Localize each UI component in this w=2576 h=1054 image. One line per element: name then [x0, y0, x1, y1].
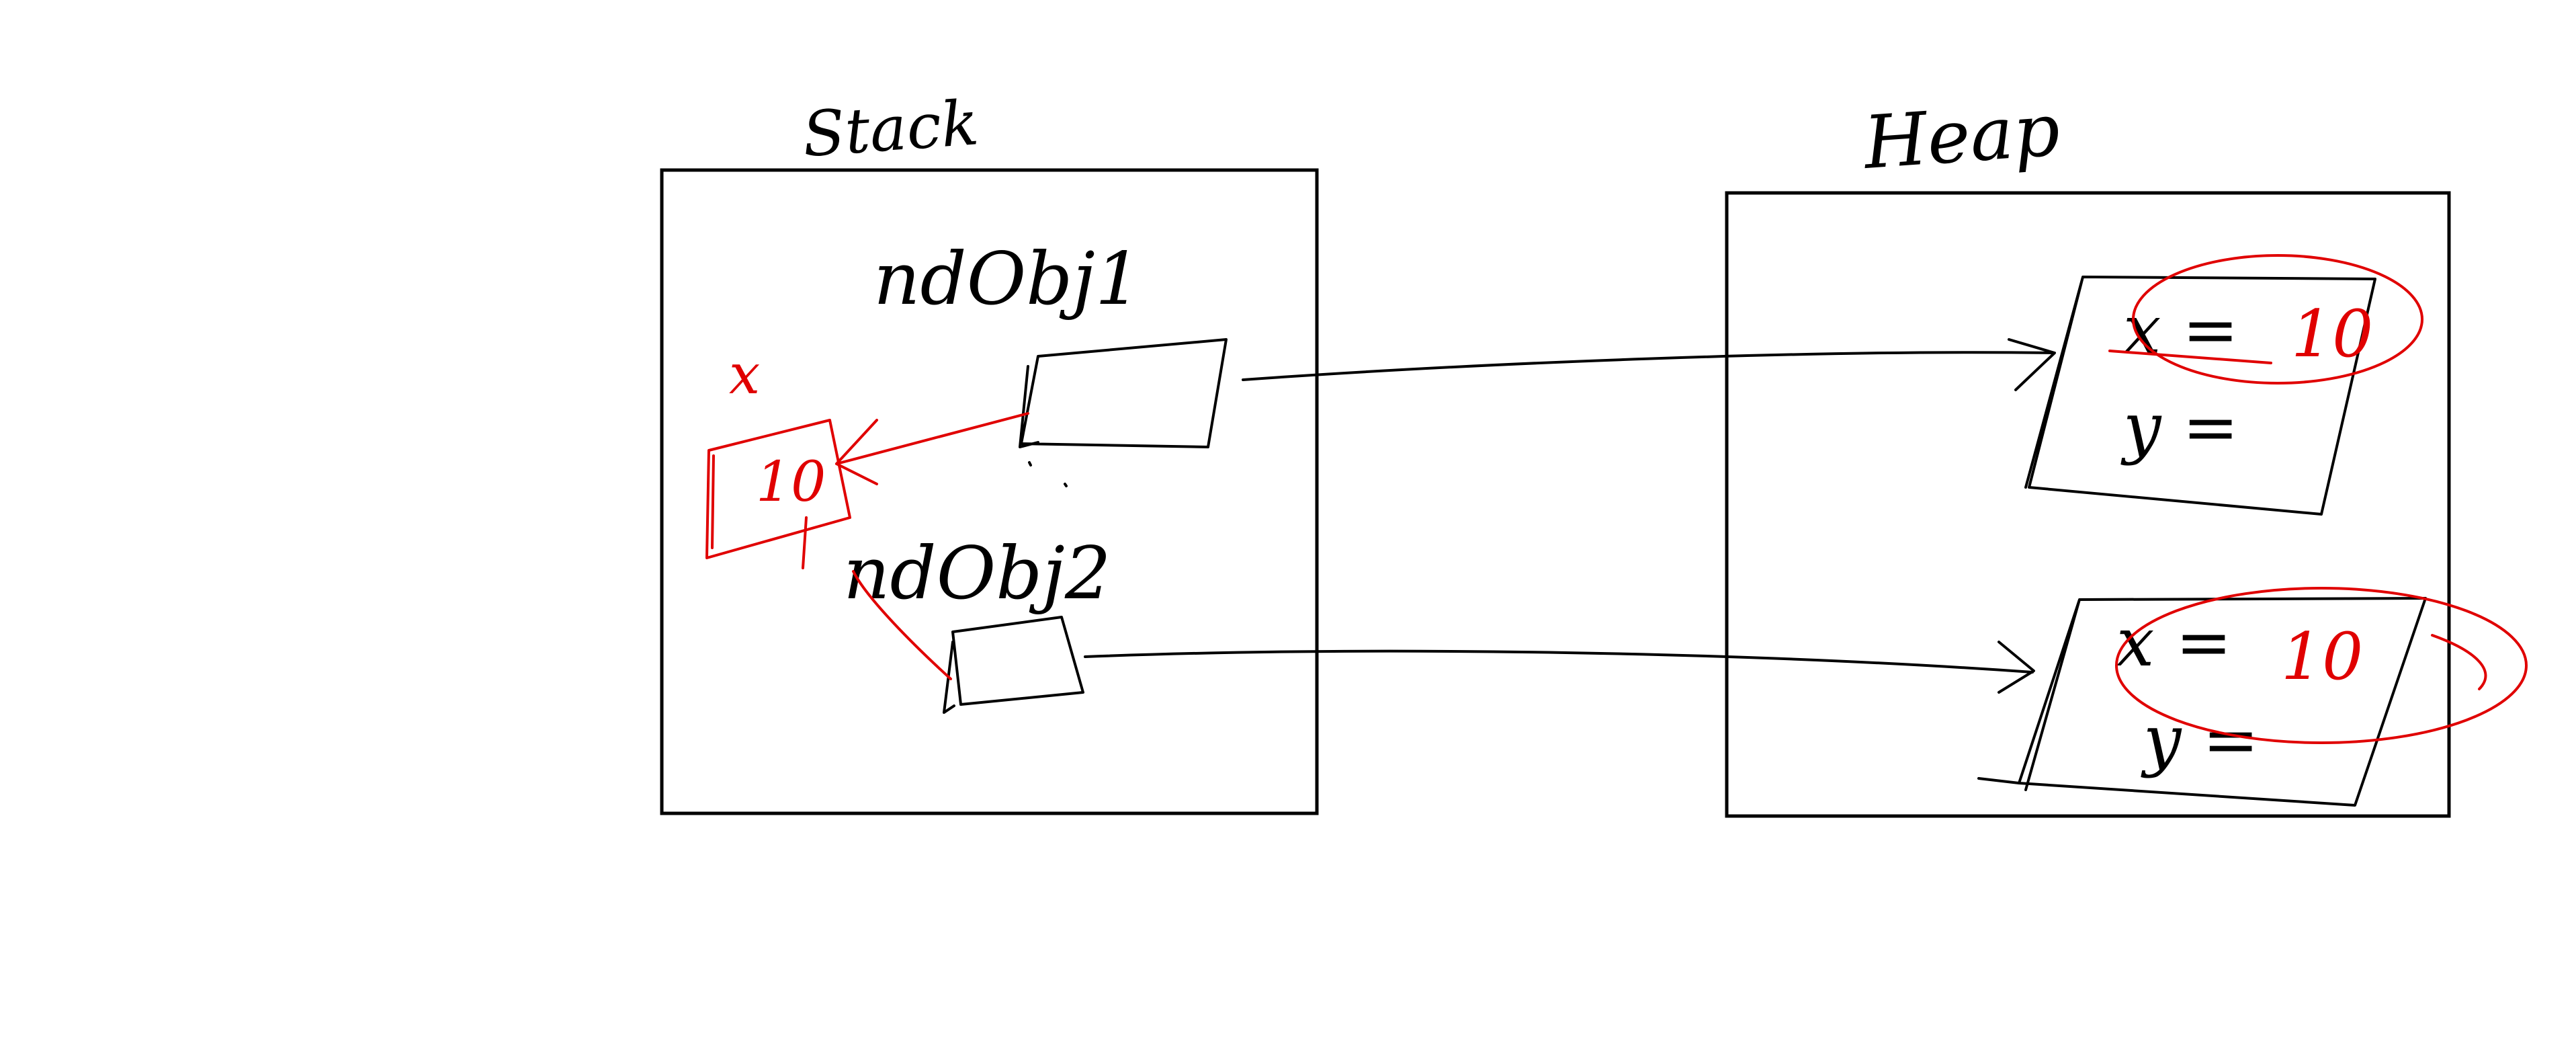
- red-arrow-from-object-2: [802, 516, 952, 680]
- stack-object-2-cell: [943, 616, 1084, 714]
- stack-section: Stack ndObj1 ndObj2 x 10: [660, 87, 1319, 815]
- heap-box: [1725, 191, 2451, 818]
- heap-object-2-x-label: x =: [2116, 603, 2232, 682]
- arrow-object-1-to-heap: [1242, 351, 2054, 381]
- stray-marks: [1028, 461, 1068, 487]
- heap-object-2-x-value: 10: [2281, 619, 2363, 694]
- arrow-object-2-to-heap: [1084, 649, 2034, 674]
- heap-object-2-highlight: [2115, 587, 2528, 744]
- heap-title: Heap: [1860, 88, 2063, 186]
- stack-box: [660, 168, 1319, 815]
- stack-variable-name: x: [729, 343, 760, 407]
- red-arrow-from-object-1: [835, 412, 1029, 485]
- heap-object-1: [2024, 276, 2376, 516]
- stack-object-2-label: ndObj2: [843, 532, 1111, 616]
- stack-object-1-cell: [1019, 338, 1228, 448]
- stack-object-1-label: ndObj1: [873, 237, 1142, 321]
- heap-object-1-x-value: 10: [2291, 296, 2373, 372]
- heap-object-2-tail: [2431, 634, 2487, 690]
- heap-section: Heap x = 10 y = x = 10 y =: [1725, 88, 2528, 818]
- heap-object-2: [1977, 597, 2427, 807]
- heap-object-1-underline: [2108, 350, 2272, 364]
- heap-object-1-y-label: y =: [2120, 388, 2239, 467]
- stack-variable-cell: [705, 419, 851, 559]
- stack-title: Stack: [800, 87, 981, 171]
- arrow-object-2-head: [1998, 641, 2035, 694]
- heap-object-1-highlight: [2132, 254, 2423, 384]
- pointer-arrows: [1084, 338, 2056, 694]
- arrow-object-1-head: [2008, 338, 2056, 391]
- stack-variable-value: 10: [756, 450, 826, 514]
